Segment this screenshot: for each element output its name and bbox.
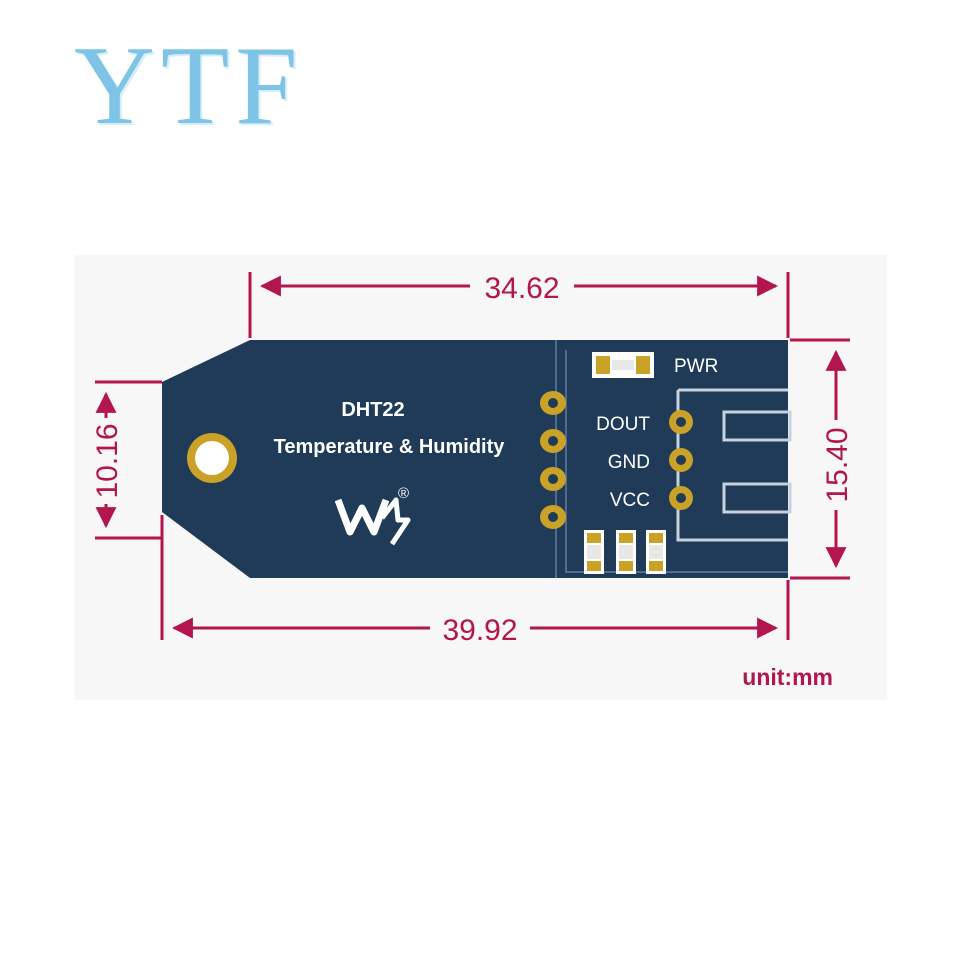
board-outline xyxy=(162,340,788,578)
unit-label: unit:mm xyxy=(742,664,833,690)
connector-slot-bottom xyxy=(722,482,792,514)
connector-slot-top xyxy=(722,410,792,442)
watermark-text: YTF xyxy=(74,24,304,148)
dimension-labels: 34.62 39.92 10.16 15.40 unit:mm xyxy=(91,272,854,690)
dimension-bottom-width: 39.92 xyxy=(442,614,517,647)
sensor-pads xyxy=(540,391,566,529)
dimension-lines xyxy=(95,272,850,640)
pin-label-dout: DOUT xyxy=(596,414,650,435)
smd-resistors xyxy=(584,530,666,574)
waveshare-logo-icon: ® xyxy=(334,485,411,546)
ytf-watermark: YTF xyxy=(74,30,304,142)
pcb-board: ® DHT22 Temperature & Humidity PWR DOUT … xyxy=(162,340,792,578)
registered-mark: ® xyxy=(398,485,409,502)
mounting-hole xyxy=(195,441,229,475)
pin-label-gnd: GND xyxy=(608,452,650,473)
header-pads xyxy=(669,410,693,510)
dimension-top-width: 34.62 xyxy=(484,272,559,305)
dimension-left-height: 10.16 xyxy=(91,423,124,498)
board-description-label: Temperature & Humidity xyxy=(274,436,506,458)
pwr-label: PWR xyxy=(674,356,718,377)
board-model-label: DHT22 xyxy=(341,399,404,421)
pin-label-vcc: VCC xyxy=(610,490,650,511)
connector-outline xyxy=(676,388,788,542)
dimension-right-height: 15.40 xyxy=(821,427,854,502)
copper-trace xyxy=(565,350,788,573)
